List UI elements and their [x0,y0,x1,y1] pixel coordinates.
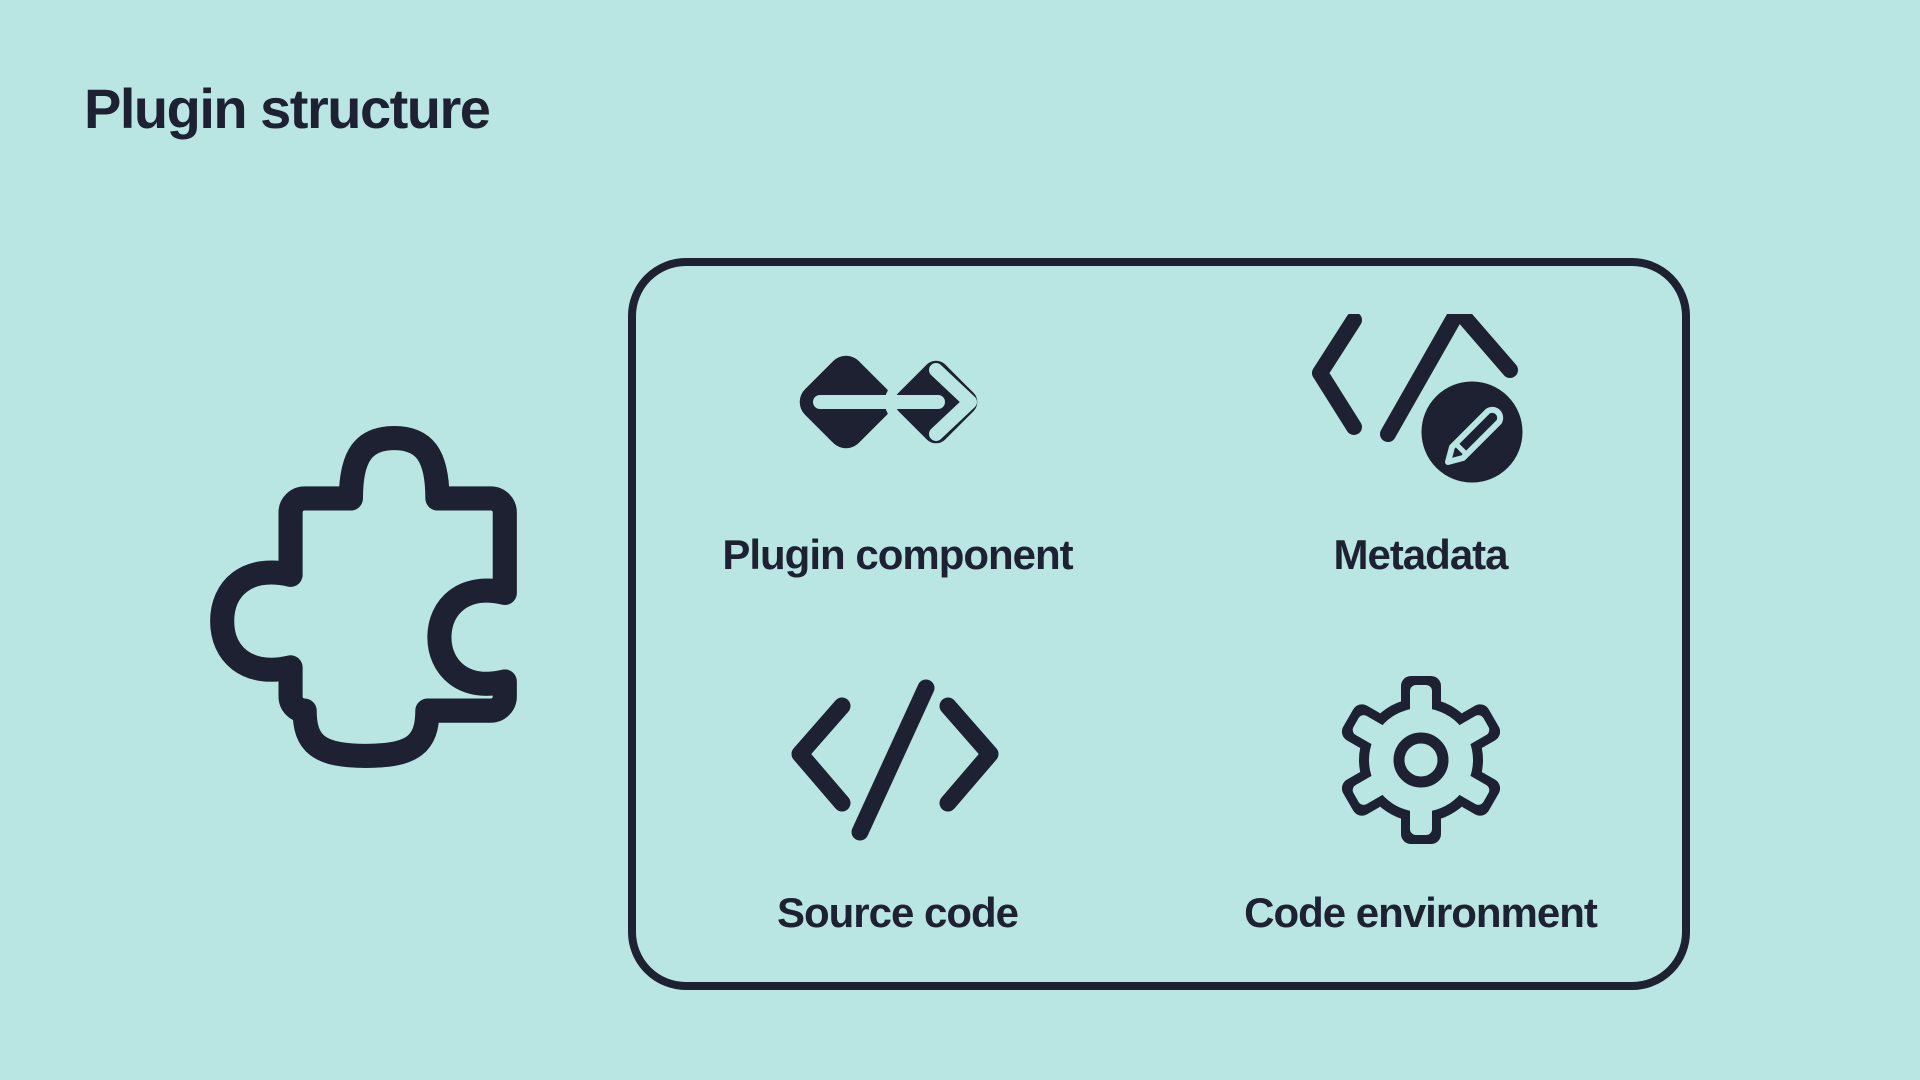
item-label: Code environment [1244,889,1598,936]
plugin-component-icon [786,314,1010,490]
item-label: Plugin component [722,531,1073,578]
page-title: Plugin structure [84,77,491,140]
item-source-code: Source code [636,624,1159,982]
item-label: Source code [776,889,1019,936]
item-code-environment: Code environment [1159,624,1682,982]
gear-icon [1333,672,1509,848]
item-metadata: Metadata [1159,266,1682,624]
source-code-icon [790,672,1006,848]
plugin-structure-box: Plugin component Metadata [628,258,1690,990]
item-label: Metadata [1333,531,1508,578]
metadata-edit-icon [1311,314,1530,490]
puzzle-piece-icon [210,426,524,776]
item-plugin-component: Plugin component [636,266,1159,624]
